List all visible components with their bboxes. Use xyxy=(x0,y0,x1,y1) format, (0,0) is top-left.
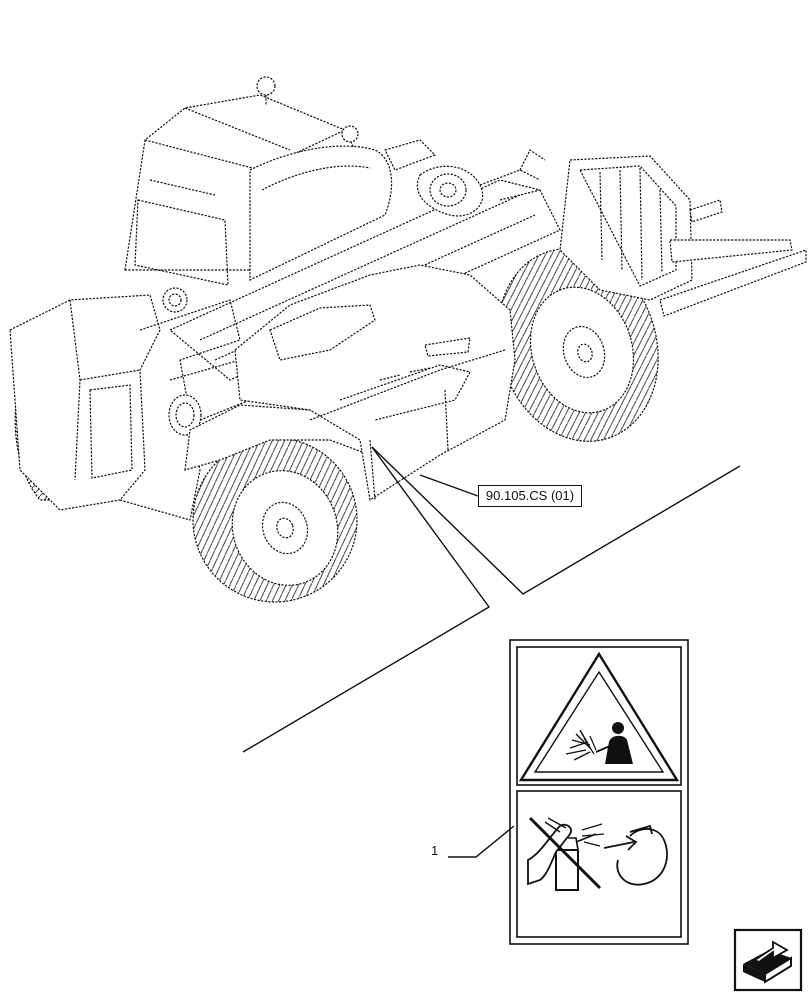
decal-pointer-lower xyxy=(242,446,491,753)
engine-compartment xyxy=(9,287,251,521)
rear-right-wheel xyxy=(497,248,659,442)
decal-pointer-upper xyxy=(371,446,741,595)
telehandler-drawing xyxy=(9,76,807,603)
front-left-wheel xyxy=(192,437,358,603)
cab xyxy=(124,76,437,286)
hood xyxy=(234,264,516,501)
next-page-button[interactable] xyxy=(733,928,803,992)
callout-number: 1 xyxy=(431,843,439,858)
next-page-icon xyxy=(733,928,803,992)
callout-leader xyxy=(448,825,515,858)
fork-carriage xyxy=(559,155,807,317)
no-touch-extinguisher-icon xyxy=(527,816,605,891)
rotate-arrow-icon xyxy=(603,824,668,886)
explosion-warning-icon xyxy=(518,651,680,782)
leader-lines xyxy=(242,446,741,858)
reference-label: 90.105.CS (01) xyxy=(478,485,582,507)
hazard-decal-icon xyxy=(509,639,689,945)
reference-leader xyxy=(419,474,479,497)
